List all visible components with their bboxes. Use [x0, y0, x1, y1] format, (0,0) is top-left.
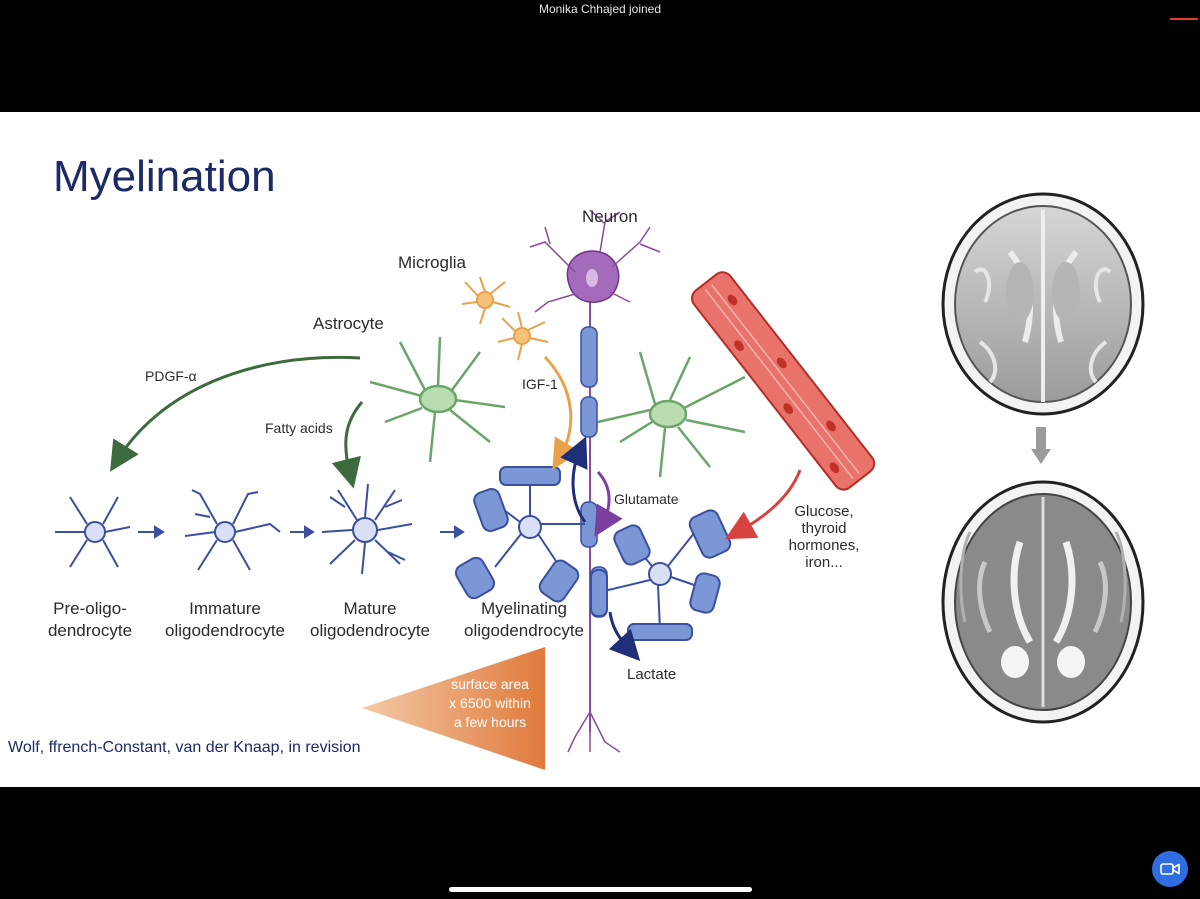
label-neuron: Neuron — [582, 207, 638, 226]
label-lactate: Lactate — [627, 666, 677, 683]
lineage-arrows — [138, 525, 465, 539]
label-glutamate: Glutamate — [614, 491, 679, 507]
surface-area-line2: x 6500 within — [449, 695, 531, 711]
label-immature-line1: Immature — [189, 599, 261, 618]
surface-area-text: surface area x 6500 within a few hours — [430, 675, 550, 732]
fatty-acids-arrow — [331, 401, 364, 489]
mature-oligodendrocyte — [321, 483, 413, 575]
label-myelinating-line1: Myelinating — [481, 599, 567, 618]
myelinating-oligodendrocyte-right — [590, 509, 732, 641]
label-mature-line1: Mature — [343, 599, 397, 618]
neuron-to-oligo-arrow — [560, 436, 588, 523]
label-astrocyte: Astrocyte — [313, 314, 384, 333]
label-immature-line2: oligodendrocyte — [164, 621, 286, 640]
immature-oligodendrocyte — [184, 489, 281, 571]
label-immature-oligodendrocyte: Immature oligodendrocyte — [160, 598, 290, 642]
label-myelinating-oligodendrocyte: Myelinating oligodendrocyte — [459, 598, 589, 642]
label-pre-oligodendrocyte: Pre-oligo- dendrocyte — [40, 598, 140, 642]
blood-vessel — [691, 271, 876, 491]
label-iron: iron... — [805, 554, 843, 571]
shared-slide: Myelination Neuron Microglia Astrocyte P… — [0, 112, 1200, 787]
citation: Wolf, ffrench-Constant, van der Knaap, i… — [8, 739, 361, 756]
video-camera-icon — [1160, 863, 1180, 875]
label-pdgf: PDGF-α — [145, 368, 197, 384]
home-indicator[interactable] — [449, 887, 752, 892]
surface-area-line3: a few hours — [453, 714, 527, 730]
astrocyte-cell-right — [597, 351, 746, 478]
slide-diagram — [55, 192, 1145, 770]
label-mature-oligodendrocyte: Mature oligodendrocyte — [305, 598, 435, 642]
igf-arrow — [543, 355, 581, 470]
label-hormones: hormones, — [788, 537, 860, 554]
surface-area-triangle — [362, 647, 545, 770]
label-myelinating-line2: oligodendrocyte — [463, 621, 585, 640]
label-pre-oligo-line2: dendrocyte — [47, 621, 133, 640]
astrocyte-cell-left — [369, 336, 506, 463]
pdgf-arrow — [110, 355, 361, 472]
myelinating-oligodendrocyte-left — [454, 466, 585, 603]
glutamate-arrow — [594, 470, 623, 537]
video-camera-button[interactable] — [1152, 851, 1188, 887]
surface-area-line1: surface area — [451, 676, 529, 692]
pre-oligodendrocyte — [55, 496, 131, 568]
slide-title: Myelination — [53, 152, 276, 201]
nutrient-arrow — [724, 469, 802, 540]
neuron-cell — [529, 209, 661, 753]
mri-progress-arrow — [1031, 427, 1051, 464]
lactate-arrow — [608, 611, 641, 662]
mri-scan-mature — [941, 480, 1145, 724]
status-indicator — [1170, 18, 1198, 20]
join-notification: Monika Chhajed joined — [538, 2, 662, 16]
label-igf: IGF-1 — [522, 376, 558, 392]
label-glucose: Glucose, — [794, 503, 854, 520]
label-thyroid: thyroid — [801, 520, 847, 537]
label-mature-line2: oligodendrocyte — [309, 621, 431, 640]
label-pre-oligo-line1: Pre-oligo- — [53, 599, 127, 618]
mri-scan-neonatal — [941, 192, 1145, 416]
label-nutrients: Glucose, thyroid hormones, iron... — [776, 503, 872, 571]
microglia-cells — [461, 276, 549, 361]
label-fatty-acids: Fatty acids — [265, 420, 333, 436]
label-microglia: Microglia — [398, 253, 467, 272]
